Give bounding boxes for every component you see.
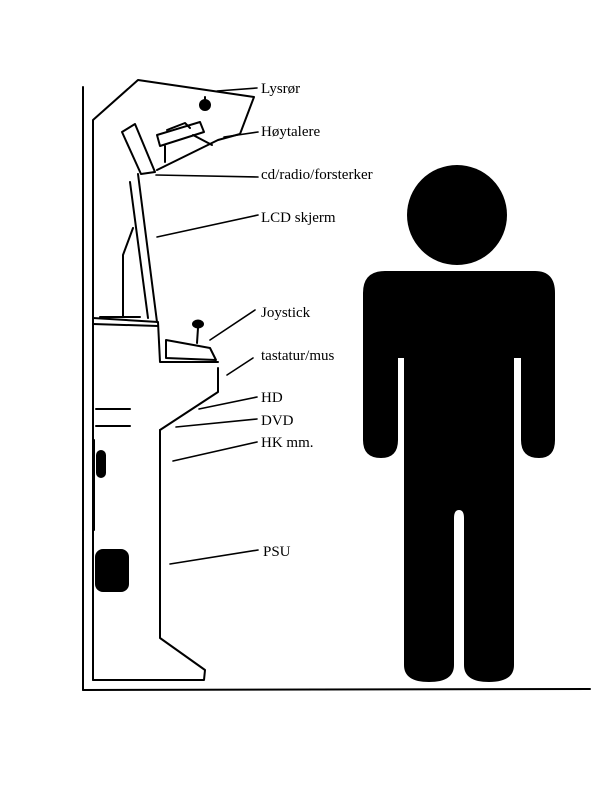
floor-line [82, 688, 591, 691]
label-joystick: Joystick [261, 305, 311, 321]
cabinet-outline [92, 79, 255, 681]
hk-slot [96, 450, 106, 478]
label-cd-radio: cd/radio/forsterker [261, 167, 373, 183]
joystick-icon [192, 319, 204, 344]
label-hoytalere: Høytalere [261, 124, 320, 140]
person-silhouette-icon [363, 165, 555, 682]
label-lcd: LCD skjerm [261, 210, 336, 226]
label-hd: HD [261, 390, 283, 406]
label-dvd: DVD [261, 413, 294, 429]
label-hk: HK mm. [261, 435, 314, 451]
label-tastatur: tastatur/mus [261, 348, 334, 364]
speaker-unit [156, 121, 213, 163]
keyboard-icon [165, 339, 217, 361]
psu-box [95, 549, 129, 592]
label-psu: PSU [263, 544, 291, 560]
leader-lines [155, 87, 259, 565]
label-lysror: Lysrør [261, 81, 300, 97]
